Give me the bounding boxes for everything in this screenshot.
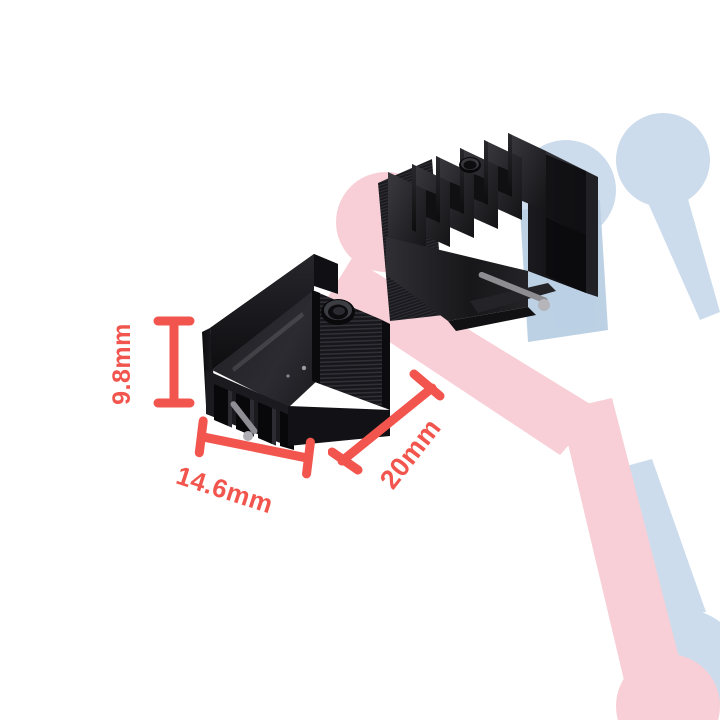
- dimension-height-label: 9.8mm: [108, 323, 136, 405]
- heatsink-front: [192, 250, 442, 450]
- dimension-depth-marker: [327, 366, 448, 476]
- dimension-height-marker: [150, 312, 196, 412]
- heatsink-rear: [370, 125, 620, 335]
- dimension-width-marker: [190, 414, 323, 481]
